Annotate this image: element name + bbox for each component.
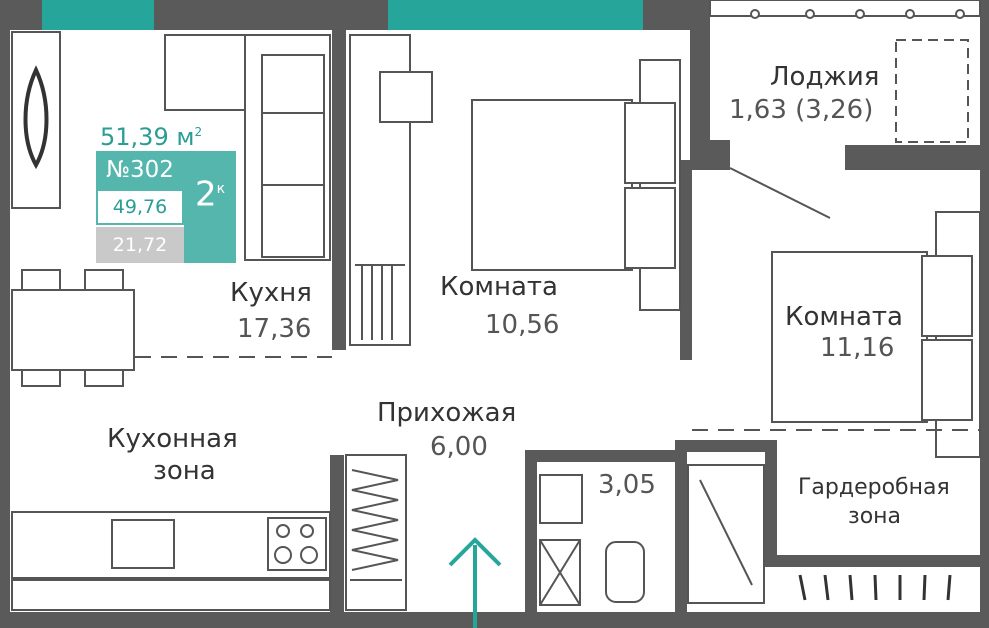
kitchen-area: 17,36 <box>237 314 312 344</box>
wardrobe-zone-label-2: зона <box>848 504 902 529</box>
room1-label: Комната <box>440 272 558 302</box>
entrance-arrow-icon <box>448 537 502 628</box>
apartment-number: №302 <box>96 151 184 189</box>
door-swing <box>729 167 831 219</box>
bathroom-area: 3,05 <box>598 470 656 500</box>
kitchen-zone-label-1: Кухонная <box>107 424 238 454</box>
loggia-area: 1,63 (3,26) <box>729 95 874 125</box>
wardrobe-zone-rails <box>798 574 952 601</box>
wardrobe-1 <box>349 34 433 346</box>
room-count: 2к <box>184 151 236 263</box>
kitchen-zone-label-2: зона <box>153 456 216 486</box>
kitchen-area-badge: 21,72 <box>96 227 184 263</box>
wardrobe-zone-label-1: Гардеробная <box>798 475 950 500</box>
hallway-area: 6,00 <box>430 432 488 462</box>
windows <box>42 0 981 30</box>
living-area: 49,76 <box>96 189 184 225</box>
room2-label: Комната <box>785 302 903 332</box>
sofa-icon <box>164 34 331 261</box>
bed-icon <box>471 59 681 311</box>
bed-icon-2 <box>771 211 981 458</box>
tall-cabinet <box>11 31 61 209</box>
room1-area: 10,56 <box>485 310 560 340</box>
room2-area: 11,16 <box>820 333 895 363</box>
kitchen-counter <box>11 511 331 611</box>
loggia-cabinet <box>895 39 969 143</box>
total-area: 51,39 м2 <box>100 123 203 151</box>
loggia-label: Лоджия <box>770 62 880 92</box>
kitchen-label: Кухня <box>230 278 312 308</box>
hallway-cabinet <box>345 454 407 611</box>
vase-icon <box>23 65 49 170</box>
hallway-label: Прихожая <box>377 398 517 428</box>
bathroom <box>539 474 645 606</box>
shower-icon <box>687 464 765 604</box>
dining-table <box>11 269 135 387</box>
apartment-badge: №302 2к 49,76 21,72 <box>96 151 236 263</box>
